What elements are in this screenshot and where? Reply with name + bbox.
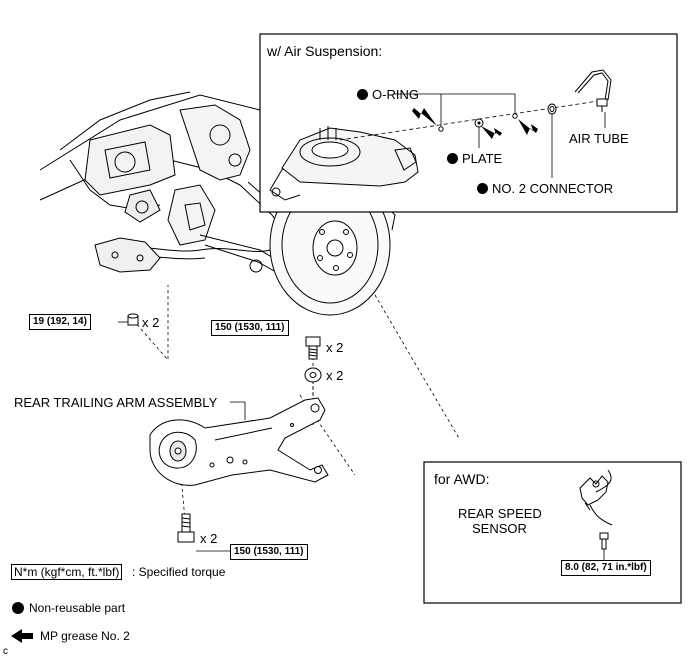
washer [304, 367, 322, 383]
o-ring-label: O-RING [357, 87, 419, 102]
qty-bracket-bolt: x 2 [142, 315, 160, 330]
non-reusable-dot-icon [357, 89, 368, 100]
grease-legend-text: MP grease No. 2 [40, 629, 130, 643]
awd-title: for AWD: [434, 471, 490, 487]
air-suspension-title: w/ Air Suspension: [267, 43, 383, 59]
o-ring-right [512, 113, 518, 119]
no2-connector-part [547, 103, 557, 115]
plate-label: PLATE [447, 151, 502, 166]
plate-part [474, 118, 484, 128]
torque-legend-box: N*m (kgf*cm, ft.*lbf) [11, 564, 123, 580]
qty-washer: x 2 [326, 368, 344, 383]
non-reusable-dot-icon [477, 183, 488, 194]
air-tube-label: AIR TUBE [569, 131, 629, 146]
upper-bolt [305, 336, 321, 360]
air-suspension-inset [259, 33, 678, 213]
qty-upper-bolt: x 2 [326, 340, 344, 355]
rear-speed-sensor-part [579, 469, 613, 526]
rear-speed-sensor-label-line1: REAR SPEED [458, 506, 542, 521]
air-tube-part [574, 69, 612, 112]
trailing-arm-label: REAR TRAILING ARM ASSEMBLY [14, 395, 218, 410]
grease-legend-arrow-icon [11, 629, 33, 643]
rear-speed-sensor-label-line2: SENSOR [472, 521, 527, 536]
connector-label: NO. 2 CONNECTOR [477, 181, 613, 196]
torque-bracket-bolt: 19 (192, 14) [29, 314, 91, 330]
qty-lower-bolt: x 2 [200, 531, 218, 546]
rear-trailing-arm [149, 397, 329, 486]
grease-arrow-icon [412, 108, 538, 139]
suspension-assembly-illustration [39, 91, 396, 316]
lower-bolt [177, 513, 195, 543]
bracket-bolt [127, 313, 139, 326]
non-reusable-legend-text: Non-reusable part [29, 601, 126, 615]
non-reusable-dot-icon [447, 153, 458, 164]
o-ring-left [438, 126, 444, 132]
torque-legend-text: : Specified torque [132, 565, 226, 579]
torque-sensor-bolt: 8.0 (82, 71 in.*lbf) [561, 560, 651, 576]
torque-lower-bolt: 150 (1530, 111) [230, 544, 308, 560]
awd-inset [423, 461, 682, 604]
torque-upper-bolt: 150 (1530, 111) [211, 320, 289, 336]
figure-code: c [3, 646, 8, 657]
non-reusable-symbol [12, 602, 24, 614]
